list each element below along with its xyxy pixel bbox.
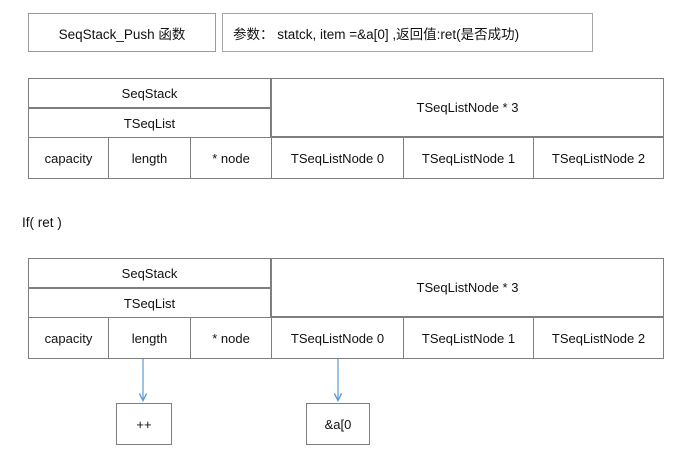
after-node-2: TSeqListNode 2: [533, 317, 664, 359]
after-field-node: * node: [190, 317, 272, 359]
struct-table-after: SeqStack TSeqList capacity length * node…: [28, 258, 664, 359]
after-node-2-text: TSeqListNode 2: [551, 330, 646, 346]
before-field-length-text: length: [131, 150, 168, 166]
after-left-tseqlist-title-text: TSeqList: [123, 295, 176, 311]
before-node-0-text: TSeqListNode 0: [290, 150, 385, 166]
after-right-array-title: TSeqListNode * 3: [271, 258, 664, 317]
before-node-0: TSeqListNode 0: [271, 137, 404, 179]
struct-table-before: SeqStack TSeqList capacity length * node…: [28, 78, 664, 179]
before-field-node-text: * node: [212, 150, 250, 166]
after-node-1: TSeqListNode 1: [403, 317, 534, 359]
after-left-seqstack-title-text: SeqStack: [121, 265, 178, 281]
after-node-0: TSeqListNode 0: [271, 317, 404, 359]
before-node-2: TSeqListNode 2: [533, 137, 664, 179]
before-left-seqstack-title-text: SeqStack: [121, 85, 178, 101]
condition-label: If( ret ): [22, 215, 62, 230]
before-node-2-text: TSeqListNode 2: [551, 150, 646, 166]
before-field-node: * node: [190, 137, 272, 179]
function-name-label: SeqStack_Push 函数: [58, 26, 186, 42]
value-box-increment-text: ++: [136, 416, 152, 432]
function-name-box: SeqStack_Push 函数: [28, 13, 216, 52]
value-box-address: &a[0: [306, 403, 370, 445]
after-field-node-text: * node: [212, 330, 250, 346]
function-params-box: 参数： statck, item =&a[0] ,返回值:ret(是否成功): [222, 13, 593, 52]
after-field-length-text: length: [131, 330, 168, 346]
before-field-capacity-text: capacity: [44, 150, 93, 166]
after-right-array-title-text: TSeqListNode * 3: [416, 280, 519, 295]
after-node-0-text: TSeqListNode 0: [290, 330, 385, 346]
before-field-capacity: capacity: [28, 137, 109, 179]
after-field-capacity: capacity: [28, 317, 109, 359]
before-field-length: length: [108, 137, 191, 179]
before-left-seqstack-title: SeqStack: [28, 78, 271, 108]
before-node-1-text: TSeqListNode 1: [421, 150, 516, 166]
before-left-tseqlist-title-text: TSeqList: [123, 115, 176, 131]
after-node-1-text: TSeqListNode 1: [421, 330, 516, 346]
after-left-seqstack-title: SeqStack: [28, 258, 271, 288]
after-field-length: length: [108, 317, 191, 359]
before-node-1: TSeqListNode 1: [403, 137, 534, 179]
before-right-array-title: TSeqListNode * 3: [271, 78, 664, 137]
after-left-tseqlist-title: TSeqList: [28, 288, 271, 318]
function-params-label: 参数： statck, item =&a[0] ,返回值:ret(是否成功): [233, 26, 520, 42]
after-field-capacity-text: capacity: [44, 330, 93, 346]
before-right-array-title-text: TSeqListNode * 3: [416, 100, 519, 115]
value-box-address-text: &a[0: [324, 416, 352, 432]
before-left-tseqlist-title: TSeqList: [28, 108, 271, 138]
value-box-increment: ++: [116, 403, 172, 445]
